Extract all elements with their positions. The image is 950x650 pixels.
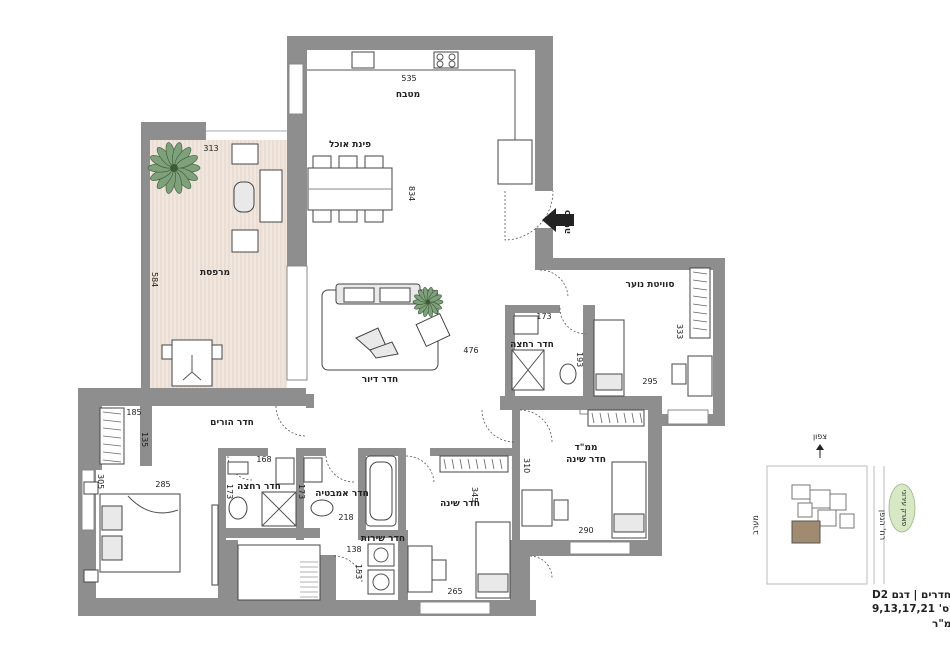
living-furniture [321, 283, 451, 371]
site-key-plan: צפון מערב רח' הגפן פארק עירוני [751, 432, 916, 585]
dim-balcony-width: 313 [203, 144, 218, 153]
park-label: פארק עירוני [900, 490, 908, 526]
dim-bedroom-width: 265 [447, 587, 462, 596]
dim-family-bath-width: 173 [536, 312, 551, 321]
unit-info: דירת 5 חדרים | דגם D2 קומות 3-6 | דירות … [872, 589, 950, 630]
dim-shower-width: 218 [338, 513, 353, 522]
dim-dining-height: 834 [407, 186, 416, 201]
north-arrow-icon [816, 444, 824, 458]
label-dining: פינת אוכל [329, 140, 371, 150]
street-label: רח' הגפן [878, 510, 887, 540]
bed-icon [475, 521, 511, 599]
info-line-2: קומות 3-6 | דירות מס' 9,13,17,21 [872, 603, 950, 615]
bed-icon [611, 461, 647, 539]
label-entrance: כניסה [563, 210, 573, 234]
dim-parents-closet-width: 185 [126, 408, 141, 417]
dim-teen-height: 333 [675, 324, 684, 339]
dim-service-height: 153 [354, 564, 363, 579]
label-shower: חדר אמבטיה [315, 489, 369, 499]
label-bedroom-ssd: חדר שינה [566, 455, 606, 465]
dim-ssd-width: 290 [578, 526, 593, 535]
label-kitchen: מטבח [396, 90, 420, 100]
label-bedroom-mid: חדר שינה [440, 499, 480, 509]
dimension-labels: 535 834 313 584 476 173 193 333 295 185 … [96, 74, 684, 596]
bed-icon [593, 319, 625, 397]
parents-fixtures [83, 407, 297, 586]
dim-teen-width: 295 [642, 377, 657, 386]
site-building-highlight [791, 520, 821, 544]
dim-parents-closet-height: 135 [140, 432, 149, 447]
dim-kitchen-width: 535 [401, 74, 416, 83]
info-line-3: שטח דירה כ- 135.2 מ"ר | שטח מרפסת כ- 20.… [932, 618, 950, 630]
safe-room-fixtures [521, 409, 647, 539]
room-labels: מטבח פינת אוכל מרפסת חדר דיור כניסה חדר … [200, 90, 675, 544]
dim-parents-bath-width: 168 [256, 455, 271, 464]
balcony-furniture [147, 142, 283, 387]
doors [227, 190, 587, 583]
north-label: צפון [813, 432, 827, 441]
toilet-icon [559, 363, 577, 385]
toilet-icon [228, 496, 248, 520]
dim-parents-height: 305 [96, 474, 105, 489]
stove-icon [433, 51, 459, 69]
label-balcony: מרפסת [200, 268, 230, 278]
entry-arrow-icon [542, 208, 574, 232]
park-area [888, 483, 916, 533]
west-label: מערב [751, 515, 760, 535]
label-parents: חדר הורים [210, 418, 254, 428]
bath-fixtures [237, 455, 397, 601]
dining-table [307, 155, 393, 223]
dim-parents-width: 285 [155, 480, 170, 489]
plant-icon [147, 142, 201, 194]
toilet-icon [310, 499, 334, 517]
teen-suite-fixtures [511, 267, 713, 397]
dim-ssd-height: 310 [522, 458, 531, 473]
label-parents-bath: חדר רחצה [237, 482, 281, 492]
bathtub-icon [365, 455, 397, 527]
dim-family-bath-height: 193 [575, 352, 584, 367]
outer-walls [78, 36, 725, 616]
dim-living-width: 476 [463, 346, 478, 355]
label-family-bath: חדר רחצה [510, 340, 554, 350]
dim-shower-height: 173 [297, 484, 306, 499]
dim-parents-bath-height: 173 [225, 484, 234, 499]
sink-icon [351, 51, 375, 69]
dim-balcony-height: 584 [150, 272, 159, 287]
dim-bedroom-height: 345 [470, 487, 479, 502]
dim-service-width: 138 [346, 545, 361, 554]
kitchen-fixtures [307, 51, 533, 185]
label-living: חדר דיור [362, 375, 398, 385]
sink-icon [303, 457, 323, 483]
label-service: חדר שירות [361, 534, 405, 544]
washing-machine-icon [367, 543, 395, 595]
label-safe-room: ממ"ד [574, 443, 597, 453]
plant-icon [412, 287, 444, 317]
bed-icon [99, 493, 181, 573]
label-teen-suite: סוויטת נוער [626, 280, 675, 290]
info-line-1: דירת 5 חדרים | דגם D2 [872, 589, 950, 601]
inner-walls [96, 305, 595, 610]
bedroom-mid-fixtures [407, 455, 511, 599]
